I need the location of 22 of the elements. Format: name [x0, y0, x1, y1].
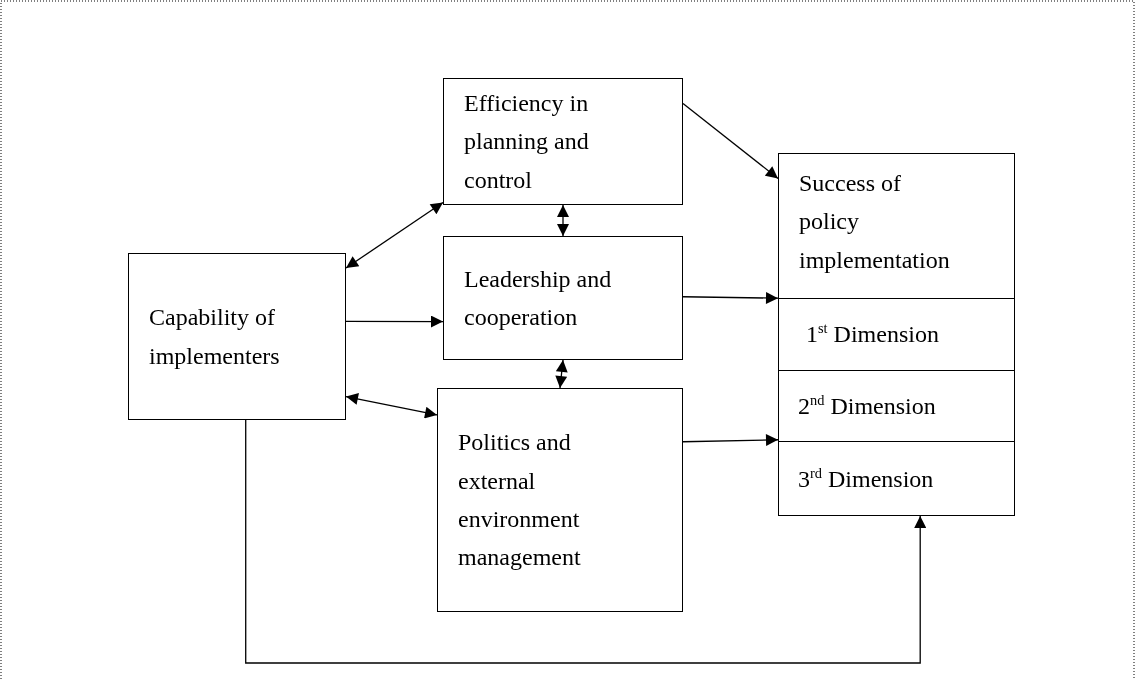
box-label: Success of policy implementation [799, 169, 951, 275]
process-box [443, 236, 683, 360]
arrow [682, 102, 779, 180]
box-label: 2$^{nd}$ Dimension [798, 390, 937, 421]
box-label: Capability of implementers [149, 303, 281, 371]
box-label: 1$^{st}$ Dimension [806, 319, 940, 350]
process-box [128, 253, 346, 420]
box-label: 3$^{rd}$ Dimension [798, 463, 935, 494]
arrow [345, 201, 444, 269]
arrow [245, 419, 927, 664]
arrow [345, 393, 438, 419]
process-box [443, 78, 683, 205]
arrow [345, 315, 444, 328]
box-label: Leadership and cooperation [464, 264, 613, 332]
box-label: Efficiency in planning and control [464, 88, 590, 195]
arrow [557, 204, 569, 237]
process-box [778, 153, 1015, 516]
box-label: Politics and external environment management [458, 428, 582, 573]
arrow [682, 434, 779, 446]
process-box [437, 388, 683, 612]
arrow [555, 359, 568, 389]
arrow [682, 292, 779, 304]
